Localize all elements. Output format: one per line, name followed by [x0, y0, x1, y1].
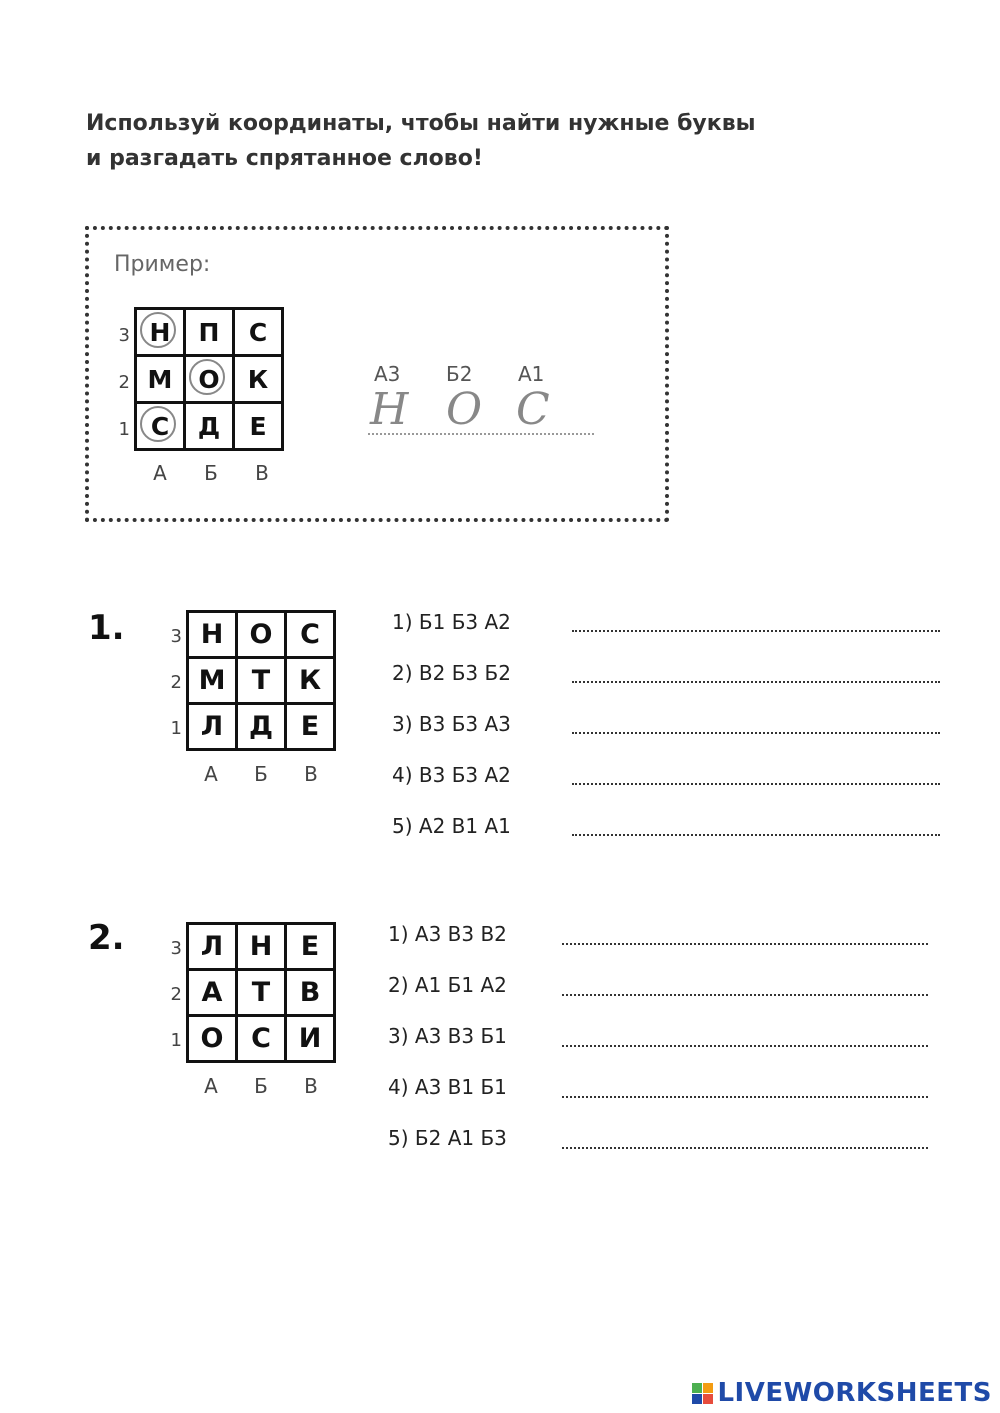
ex1-question-3: 3) В3 Б3 А3	[392, 712, 511, 736]
ex1-question-5: 5) А2 В1 А1	[392, 814, 511, 838]
example-coord-1: А3	[374, 362, 401, 386]
example-answer-letter-3: С	[516, 384, 550, 435]
logo-square	[692, 1393, 703, 1404]
ex2-question-2: 2) А1 Б1 А2	[388, 973, 507, 997]
example-coord-3: А1	[518, 362, 545, 386]
ex2-cell: Л	[189, 925, 235, 968]
ex1-cell: С	[287, 613, 333, 656]
ex2-col-label-v: В	[304, 1074, 318, 1098]
ex1-answer-line-2[interactable]	[572, 681, 940, 683]
ex2-cell: С	[238, 1017, 284, 1060]
ex1-cell: Д	[238, 705, 284, 748]
ex2-cell: В	[287, 971, 333, 1014]
ex2-answer-line-5[interactable]	[562, 1147, 928, 1149]
ex2-answer-line-1[interactable]	[562, 943, 928, 945]
instructions: Используй координаты, чтобы найти нужные…	[86, 106, 846, 176]
example-col-label-b: Б	[204, 461, 218, 485]
example-answer-letter-1: Н	[370, 384, 409, 435]
cell-letter: М	[147, 364, 173, 394]
highlight-circle	[140, 312, 176, 348]
ex2-col-label-a: А	[204, 1074, 218, 1098]
example-cell-b3: П	[186, 310, 232, 354]
liveworksheets-logo[interactable]: LIVEWORKSHEETS	[692, 1378, 992, 1408]
ex2-answer-line-2[interactable]	[562, 994, 928, 996]
example-answer-line	[368, 433, 594, 435]
ex2-question-1: 1) А3 В3 В2	[388, 922, 507, 946]
example-col-label-a: А	[153, 461, 167, 485]
ex1-col-label-v: В	[304, 762, 318, 786]
ex1-cell: Л	[189, 705, 235, 748]
ex1-cell: К	[287, 659, 333, 702]
ex1-col-label-a: А	[204, 762, 218, 786]
example-cell-v2: К	[235, 357, 281, 401]
ex1-cell: Т	[238, 659, 284, 702]
ex2-row-label-3: 3	[170, 938, 182, 959]
ex1-cell: Е	[287, 705, 333, 748]
ex2-cell: Е	[287, 925, 333, 968]
instructions-line-2: и разгадать спрятанное слово!	[86, 146, 483, 171]
ex2-question-5: 5) Б2 А1 Б3	[388, 1126, 507, 1150]
ex1-cell: М	[189, 659, 235, 702]
ex2-cell: А	[189, 971, 235, 1014]
liveworksheets-logo-icon	[692, 1382, 714, 1404]
ex2-answer-line-3[interactable]	[562, 1045, 928, 1047]
ex1-cell: О	[238, 613, 284, 656]
ex2-row-label-2: 2	[170, 984, 182, 1005]
cell-letter: Е	[249, 411, 267, 441]
example-cell-b1: Д	[186, 404, 232, 448]
instructions-line-1: Используй координаты, чтобы найти нужные…	[86, 111, 756, 136]
exercise-2-number: 2.	[88, 918, 125, 958]
ex1-row-label-2: 2	[170, 672, 182, 693]
ex1-answer-line-1[interactable]	[572, 630, 940, 632]
exercise-1-number: 1.	[88, 608, 125, 648]
ex2-answer-line-4[interactable]	[562, 1096, 928, 1098]
ex2-cell: И	[287, 1017, 333, 1060]
ex2-col-label-b: Б	[254, 1074, 268, 1098]
example-cell-a2: М	[137, 357, 183, 401]
highlight-circle	[189, 359, 225, 395]
example-label: Пример:	[114, 252, 211, 277]
highlight-circle	[140, 406, 176, 442]
ex1-answer-line-5[interactable]	[572, 834, 940, 836]
ex2-cell: Н	[238, 925, 284, 968]
ex2-question-3: 3) А3 В3 Б1	[388, 1024, 507, 1048]
example-row-label-1: 1	[118, 419, 130, 440]
cell-letter: Д	[197, 411, 221, 441]
logo-square	[703, 1393, 714, 1404]
exercise-2-letter-grid: Л Н Е А Т В О С И	[186, 922, 336, 1063]
example-letter-grid: Н П С М О К С Д Е	[134, 307, 284, 451]
cell-letter: С	[248, 317, 268, 347]
ex1-question-1: 1) Б1 Б3 А2	[392, 610, 511, 634]
ex2-row-label-1: 1	[170, 1030, 182, 1051]
ex2-question-4: 4) А3 В1 Б1	[388, 1075, 507, 1099]
example-answer-letter-2: О	[446, 384, 483, 435]
ex1-answer-line-3[interactable]	[572, 732, 940, 734]
ex1-cell: Н	[189, 613, 235, 656]
example-cell-b2: О	[186, 357, 232, 401]
example-row-label-3: 3	[118, 325, 130, 346]
example-col-label-v: В	[255, 461, 269, 485]
cell-letter: П	[198, 317, 220, 347]
example-cell-v1: Е	[235, 404, 281, 448]
ex1-question-2: 2) В2 Б3 Б2	[392, 661, 511, 685]
exercise-1-letter-grid: Н О С М Т К Л Д Е	[186, 610, 336, 751]
logo-square	[692, 1382, 703, 1393]
ex1-row-label-1: 1	[170, 718, 182, 739]
ex1-col-label-b: Б	[254, 762, 268, 786]
example-cell-v3: С	[235, 310, 281, 354]
example-cell-a3: Н	[137, 310, 183, 354]
ex1-question-4: 4) В3 Б3 А2	[392, 763, 511, 787]
ex2-cell: О	[189, 1017, 235, 1060]
example-cell-a1: С	[137, 404, 183, 448]
cell-letter: К	[247, 364, 269, 394]
example-row-label-2: 2	[118, 372, 130, 393]
logo-square	[703, 1382, 714, 1393]
example-coord-2: Б2	[446, 362, 473, 386]
ex1-row-label-3: 3	[170, 626, 182, 647]
ex1-answer-line-4[interactable]	[572, 783, 940, 785]
example-box	[85, 226, 669, 522]
ex2-cell: Т	[238, 971, 284, 1014]
logo-text: LIVEWORKSHEETS	[717, 1378, 992, 1408]
